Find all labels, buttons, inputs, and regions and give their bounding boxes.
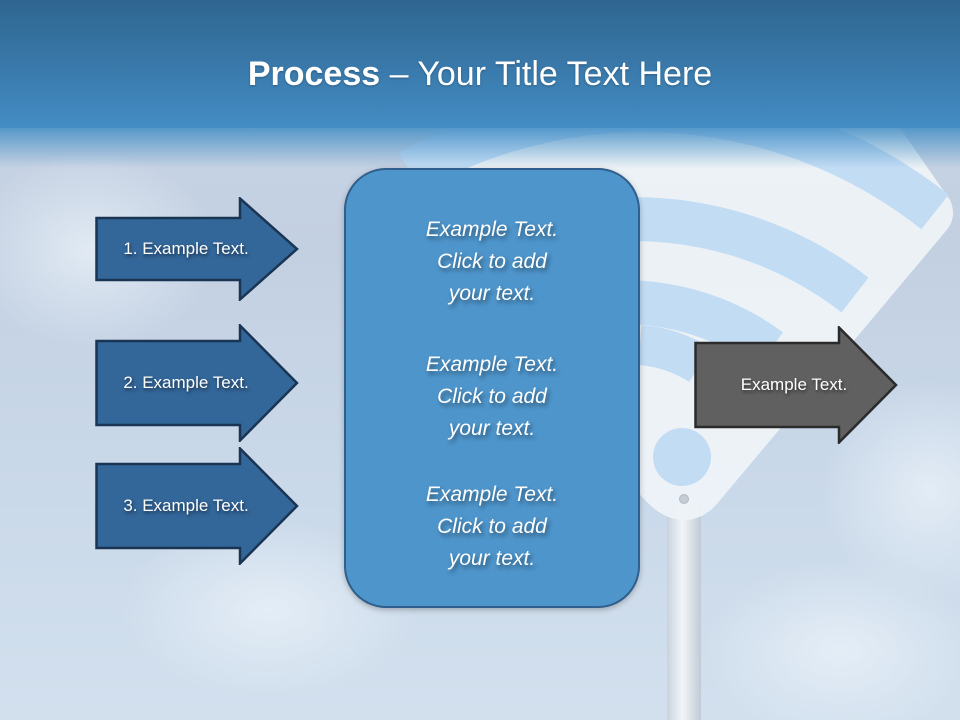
process-text-block-2[interactable]: Example Text. Click to add your text. bbox=[346, 349, 638, 445]
right-arrow-icon bbox=[694, 326, 898, 444]
process-text-line: your text. bbox=[448, 417, 536, 440]
process-text-line: your text. bbox=[448, 547, 536, 570]
input-arrow-1[interactable]: 1. Example Text. bbox=[95, 197, 301, 301]
input-arrow-label: 2. Example Text. bbox=[123, 373, 249, 392]
right-arrow-icon bbox=[95, 324, 299, 442]
title-bar-fade bbox=[0, 128, 960, 168]
right-arrow-icon bbox=[95, 447, 299, 565]
title-bar bbox=[0, 0, 960, 128]
output-arrow[interactable]: Example Text. bbox=[694, 326, 900, 444]
process-text-line: Click to add bbox=[437, 515, 547, 538]
output-arrow-label: Example Text. bbox=[740, 375, 848, 394]
input-arrow-label: 1. Example Text. bbox=[123, 239, 249, 258]
process-box[interactable]: Example Text. Click to add your text. Ex… bbox=[344, 168, 640, 608]
input-arrow-label: 3. Example Text. bbox=[123, 496, 249, 515]
process-text-line: Example Text. bbox=[425, 353, 559, 376]
process-text-block-3[interactable]: Example Text. Click to add your text. bbox=[346, 479, 638, 575]
title-rest: – Your Title Text Here bbox=[380, 55, 713, 93]
input-arrow-3[interactable]: 3. Example Text. bbox=[95, 447, 301, 565]
process-text-line: Example Text. bbox=[425, 483, 559, 506]
process-text-line: Click to add bbox=[437, 385, 547, 408]
process-text-line: Example Text. bbox=[425, 218, 559, 241]
process-text-line: your text. bbox=[448, 282, 536, 305]
cloud bbox=[700, 560, 960, 720]
slide-title[interactable]: Process – Your Title Text Here bbox=[0, 52, 960, 96]
right-arrow-icon bbox=[95, 197, 299, 301]
title-bold: Process bbox=[247, 55, 381, 93]
input-arrow-2[interactable]: 2. Example Text. bbox=[95, 324, 301, 442]
process-text-block-1[interactable]: Example Text. Click to add your text. bbox=[346, 214, 638, 310]
process-text-line: Click to add bbox=[437, 250, 547, 273]
